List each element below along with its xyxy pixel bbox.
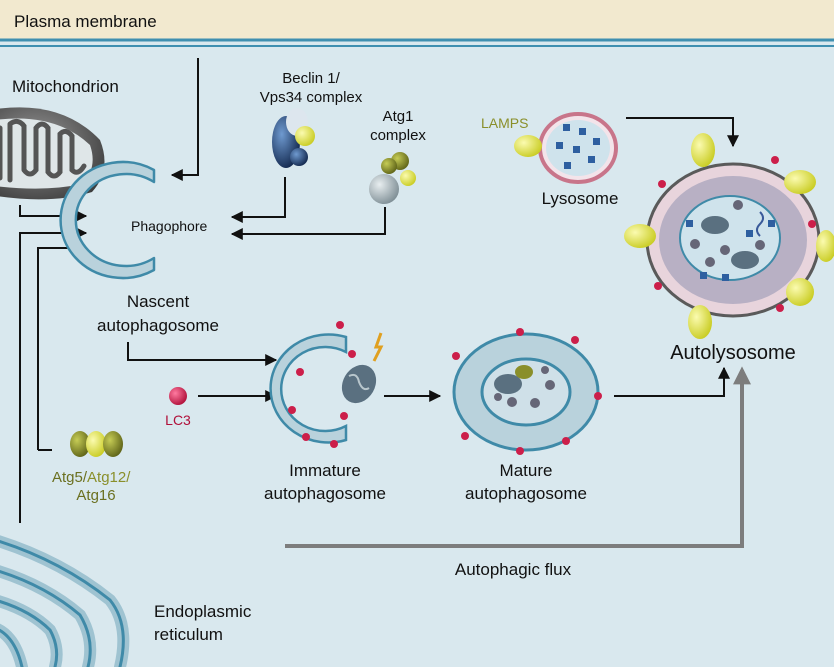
beclin-label-line2: Vps34 complex — [260, 89, 363, 106]
autophagic-flux-label: Autophagic flux — [455, 560, 572, 579]
mature-label-line2: autophagosome — [465, 484, 587, 503]
autolysosome-label: Autolysosome — [670, 342, 796, 364]
plasma-membrane-label: Plasma membrane — [14, 12, 157, 31]
atg-label-line2: Atg16 — [76, 487, 115, 504]
mature-autophagosome-graphic — [452, 328, 602, 455]
immature-label-line1: Immature — [289, 461, 361, 480]
atg5-atg12-atg16-complex — [70, 431, 123, 457]
atg1-label-line1: Atg1 — [383, 108, 414, 125]
beclin-vps34-complex — [272, 108, 315, 168]
lamps-label: LAMPS — [481, 115, 528, 131]
nascent-label-line1: Nascent — [127, 292, 190, 311]
atg1-label-line2: complex — [370, 127, 426, 144]
immature-label-line2: autophagosome — [264, 484, 386, 503]
flow-arrows — [127, 117, 739, 402]
phagophore-graphic — [59, 160, 156, 280]
immature-autophagosome-graphic — [269, 321, 384, 448]
plasma-membrane — [0, 0, 834, 47]
nascent-label-line2: autophagosome — [97, 316, 219, 335]
mitochondrion-graphic — [0, 107, 105, 200]
er-label-line2: reticulum — [154, 625, 223, 644]
atg1-complex — [369, 152, 416, 204]
lysosome-graphic — [514, 112, 618, 184]
atg-label-line1: Atg5/Atg12/ — [52, 469, 131, 486]
lc3-label: LC3 — [165, 412, 191, 428]
er-label-line1: Endoplasmic — [154, 602, 252, 621]
lysosome-label: Lysosome — [542, 189, 619, 208]
lc3-protein — [169, 387, 187, 405]
phagophore-label: Phagophore — [131, 218, 208, 234]
mitochondrion-label: Mitochondrion — [12, 77, 119, 96]
mature-label-line1: Mature — [500, 461, 553, 480]
beclin-label-line1: Beclin 1/ — [282, 70, 340, 87]
endoplasmic-reticulum-graphic — [0, 535, 130, 667]
autophagic-flux-arrow — [285, 366, 751, 548]
autolysosome-graphic — [624, 133, 834, 339]
